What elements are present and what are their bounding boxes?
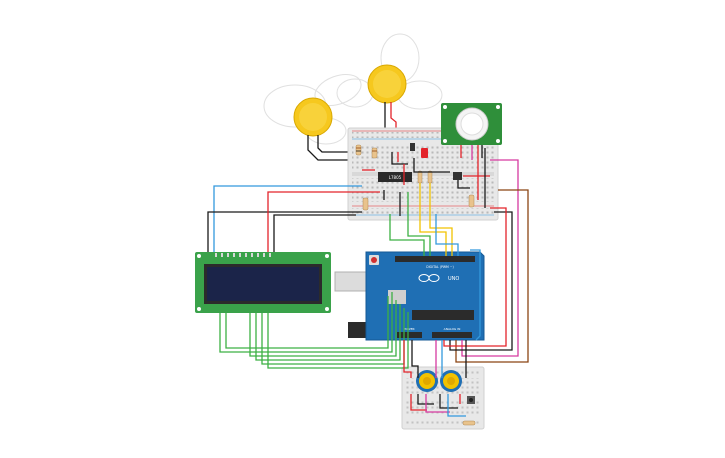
resistor-bottom[interactable] (462, 420, 476, 426)
resistor-1[interactable] (355, 144, 362, 156)
pir-sensor[interactable] (441, 103, 502, 160)
breadboard-top[interactable] (347, 127, 499, 221)
pir-sensor-icon (455, 107, 489, 141)
usb-port (334, 271, 371, 292)
bottom-breadboard-wires (410, 394, 466, 417)
power-jack (348, 322, 370, 338)
ic-label: L7805 (389, 175, 402, 180)
resistor-2[interactable] (371, 147, 378, 159)
breadboard-wires (362, 140, 490, 216)
push-button[interactable] (467, 396, 475, 404)
lcd-display-icon (207, 267, 319, 301)
resistor-6[interactable] (468, 194, 475, 208)
potentiometer-left[interactable] (416, 370, 438, 392)
light-bulb-left[interactable] (263, 69, 365, 161)
wire-right-power (443, 159, 529, 363)
power-header (397, 332, 422, 338)
light-bulb-right[interactable] (336, 33, 443, 145)
arduino-uno[interactable]: DIGITAL (PWM ~) UNO POWER ANALOG IN (334, 251, 485, 341)
led-red[interactable] (421, 148, 428, 158)
crystal (388, 290, 406, 304)
transistor-1[interactable] (410, 143, 415, 151)
power-header-label: POWER (403, 327, 414, 331)
wire-lcd-to-arduino (219, 292, 409, 369)
digital-header-label: DIGITAL (PWM ~) (426, 265, 453, 269)
transistor-2[interactable] (453, 172, 462, 180)
wire-lcd-to-breadboard (207, 185, 380, 252)
digital-header (395, 256, 475, 262)
analog-header-label: ANALOG IN (444, 327, 461, 331)
analog-header (432, 332, 472, 338)
resistor-5[interactable] (362, 197, 369, 211)
light-bulb-icon (336, 33, 443, 110)
voltage-regulator-chip[interactable]: L7805 (378, 172, 412, 182)
resistor-3[interactable] (417, 170, 423, 184)
wire-breadboard-to-arduino (389, 214, 481, 341)
atmega-chip (412, 310, 474, 320)
potentiometer-right[interactable] (440, 370, 462, 392)
resistor-4[interactable] (427, 170, 433, 184)
lcd-display[interactable] (195, 252, 331, 313)
board-label: UNO (448, 276, 459, 282)
arduino-logo: UNO (418, 274, 459, 282)
wire-arduino-to-bottom-breadboard (403, 340, 467, 378)
light-bulb-icon (263, 73, 362, 145)
